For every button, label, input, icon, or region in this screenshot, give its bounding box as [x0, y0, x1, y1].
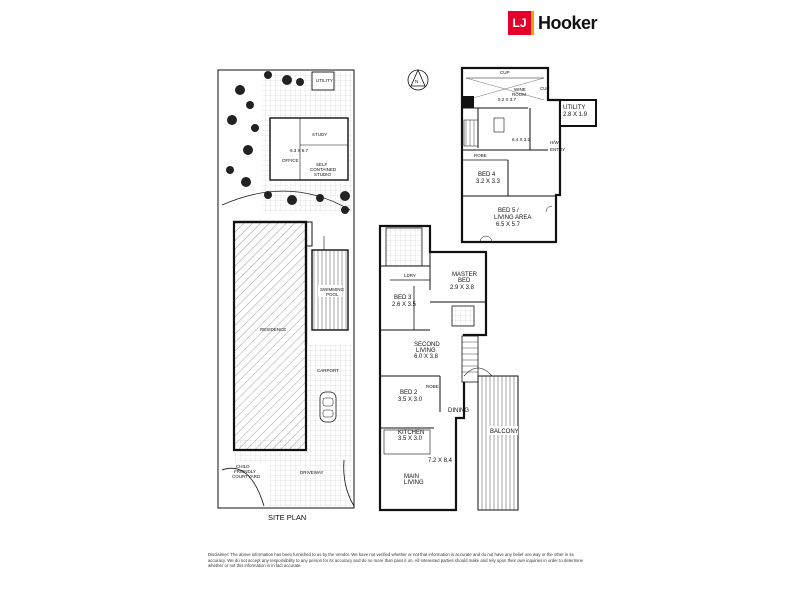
cup-label-2: CUP — [540, 86, 550, 91]
studio-label-1: SELF — [316, 162, 328, 167]
upper-robe-label: ROBE — [474, 153, 487, 158]
site-utility-room — [311, 71, 335, 91]
bed4-label: BED 4 — [478, 172, 496, 178]
studio-building — [269, 117, 349, 181]
second-living-label-2: LIVING — [416, 348, 436, 354]
bed5-label-2: LIVING AREA — [494, 215, 531, 221]
wine-room-label-1: WINE — [514, 87, 526, 92]
kitchen-label: KITCHEN — [398, 430, 424, 436]
laundry-label: LDRY — [404, 273, 416, 278]
site-utility-label: UTILITY — [316, 78, 333, 83]
upper-hwu-label: H/W — [550, 140, 560, 145]
bed2-size: 3.5 X 3.0 — [398, 397, 423, 403]
main-living-label-2: LIVING — [404, 480, 424, 486]
svg-text:N: N — [415, 79, 418, 84]
studio-label-2: CONTAINED — [310, 167, 337, 172]
courtyard-curve — [221, 467, 265, 507]
north-compass-icon: N — [407, 69, 429, 91]
stairs-lower — [461, 335, 479, 383]
wine-room-label-2: ROOM — [512, 92, 526, 97]
dining-label: DINING — [448, 408, 469, 414]
upper-level-plan: WINE ROOM 5.2 X 3.7 CUP CUP UTILITY 2.8 … — [460, 66, 597, 244]
wine-room-size: 5.2 X 3.7 — [498, 97, 517, 102]
courtyard-label-3: COURTYARD — [232, 474, 261, 479]
studio-label-3: STUDIO — [314, 172, 332, 177]
office-label: OFFICE — [282, 158, 299, 163]
site-plan: UTILITY STUDY 6.3 X 6.7 OFFICE SELF CONT… — [217, 69, 355, 522]
upper-utility-size: 2.8 X 1.9 — [563, 112, 588, 118]
carport-label: CARPORT — [317, 368, 339, 373]
courtyard-label-2: FRIENDLY — [234, 469, 256, 474]
garden-curve — [221, 190, 351, 211]
residence-label: RESIDENCE — [260, 327, 286, 332]
site-plan-title: SITE PLAN — [268, 513, 306, 522]
courtyard-label-1: CHILD — [236, 464, 250, 469]
residence-footprint — [232, 220, 308, 452]
bed5-label-1: BED 5 / — [498, 208, 519, 214]
upper-utility-label: UTILITY — [563, 105, 585, 111]
disclaimer-text: Disclaimer: The above information has be… — [208, 552, 584, 569]
study-label: STUDY — [312, 132, 327, 137]
bed3-label: BED 3 — [394, 295, 412, 301]
second-living-size: 6.0 X 3.8 — [414, 354, 439, 360]
bed3-size: 2.6 X 3.5 — [392, 302, 417, 308]
kitchen-size: 3.5 X 3.0 — [398, 436, 423, 442]
car-icon — [319, 391, 337, 423]
balcony — [477, 375, 519, 511]
studio-size-label: 6.3 X 6.7 — [290, 148, 309, 153]
balcony-label: BALCONY — [490, 429, 519, 435]
master-bed-size: 2.9 X 3.8 — [450, 285, 475, 291]
bed2-label: BED 2 — [400, 390, 418, 396]
bed4-size: 3.2 X 3.3 — [476, 179, 501, 185]
upper-entry-label: ENTRY — [550, 147, 565, 152]
second-living-label-1: SECOND — [414, 342, 440, 348]
logo-mark: LJ — [508, 11, 534, 35]
bed5-size: 6.5 X 5.7 — [496, 222, 521, 228]
garden-plants — [226, 71, 350, 214]
pool-label-1: SWIMMING — [320, 287, 344, 292]
lower-level-plan: LDRY MASTER BED 2.9 X 3.8 BED 3 2.6 X 3.… — [378, 224, 519, 512]
master-bed-label-2: BED — [458, 278, 471, 284]
main-living-size: 7.2 X 8.4 — [428, 458, 453, 464]
lj-hooker-logo: LJ Hooker — [508, 11, 598, 35]
cup-label-1: CUP — [500, 70, 510, 75]
master-bed-label-1: MASTER — [452, 272, 478, 278]
pool-label-2: POOL — [326, 292, 339, 297]
upper-hall-size: 6.4 X 3.2 — [512, 137, 531, 142]
logo-name: Hooker — [538, 12, 598, 33]
driveway-label: DRIVEWAY — [300, 470, 324, 475]
main-living-label-1: MAIN — [404, 474, 419, 480]
lower-robe-label: ROBE — [426, 384, 439, 389]
